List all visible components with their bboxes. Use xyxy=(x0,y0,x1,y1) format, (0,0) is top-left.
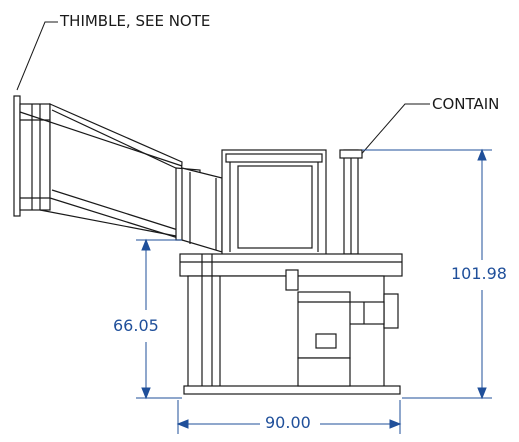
thimble-leader xyxy=(16,21,58,91)
shredder-housing xyxy=(221,149,327,259)
container-body xyxy=(339,149,363,255)
thimble-callout: THIMBLE, SEE NOTE xyxy=(60,12,211,30)
container-callout: CONTAIN xyxy=(432,95,500,113)
dimension-width: 90.00 xyxy=(263,413,313,432)
dimension-height-total: 101.98 xyxy=(449,264,509,283)
callout-leaders xyxy=(16,21,430,159)
chute-transition xyxy=(181,167,223,253)
motor-unit xyxy=(285,269,351,387)
dimension-height-inlet: 66.05 xyxy=(111,316,161,335)
main-frame xyxy=(179,253,403,395)
thimble-flange xyxy=(13,95,51,217)
dimension-lines xyxy=(136,148,492,434)
container-leader xyxy=(357,103,430,159)
